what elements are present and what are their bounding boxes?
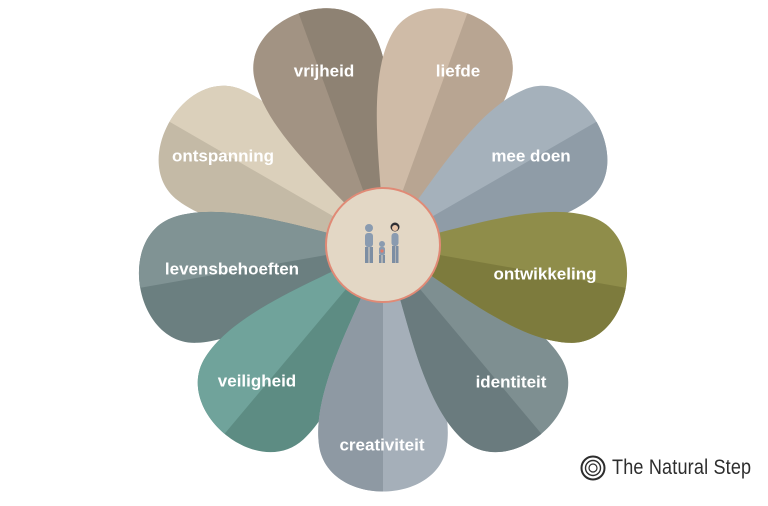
logo-text: The Natural Step	[612, 456, 752, 479]
petal-ontspanning	[158, 85, 383, 245]
family-icon	[365, 222, 400, 263]
petal-half	[383, 245, 568, 452]
petal-mee-doen	[383, 85, 608, 245]
label-creativiteit: creativiteit	[339, 435, 424, 454]
petal-levensbehoeften	[139, 211, 383, 343]
petal-labels: vrijheid liefde mee doen ontwikkeling id…	[165, 61, 597, 454]
petal-half	[318, 245, 383, 492]
label-levensbehoeften: levensbehoeften	[165, 259, 299, 278]
petal-veiligheid	[198, 245, 383, 452]
label-ontwikkeling: ontwikkeling	[494, 264, 597, 283]
label-identiteit: identiteit	[476, 372, 547, 391]
petal-ontwikkeling	[383, 211, 627, 343]
petal-identiteit	[383, 245, 568, 452]
label-ontspanning: ontspanning	[172, 146, 274, 165]
the-natural-step-logo: The Natural Step	[580, 455, 768, 481]
label-vrijheid: vrijheid	[294, 61, 354, 80]
label-veiligheid: veiligheid	[218, 371, 296, 390]
label-liefde: liefde	[436, 61, 480, 80]
petals	[139, 8, 627, 492]
petal-half	[198, 245, 383, 452]
petal-liefde	[376, 8, 513, 245]
petal-vrijheid	[253, 8, 390, 245]
concentric-circles-icon	[580, 455, 606, 481]
label-mee-doen: mee doen	[491, 146, 570, 165]
petal-creativiteit	[318, 245, 448, 492]
